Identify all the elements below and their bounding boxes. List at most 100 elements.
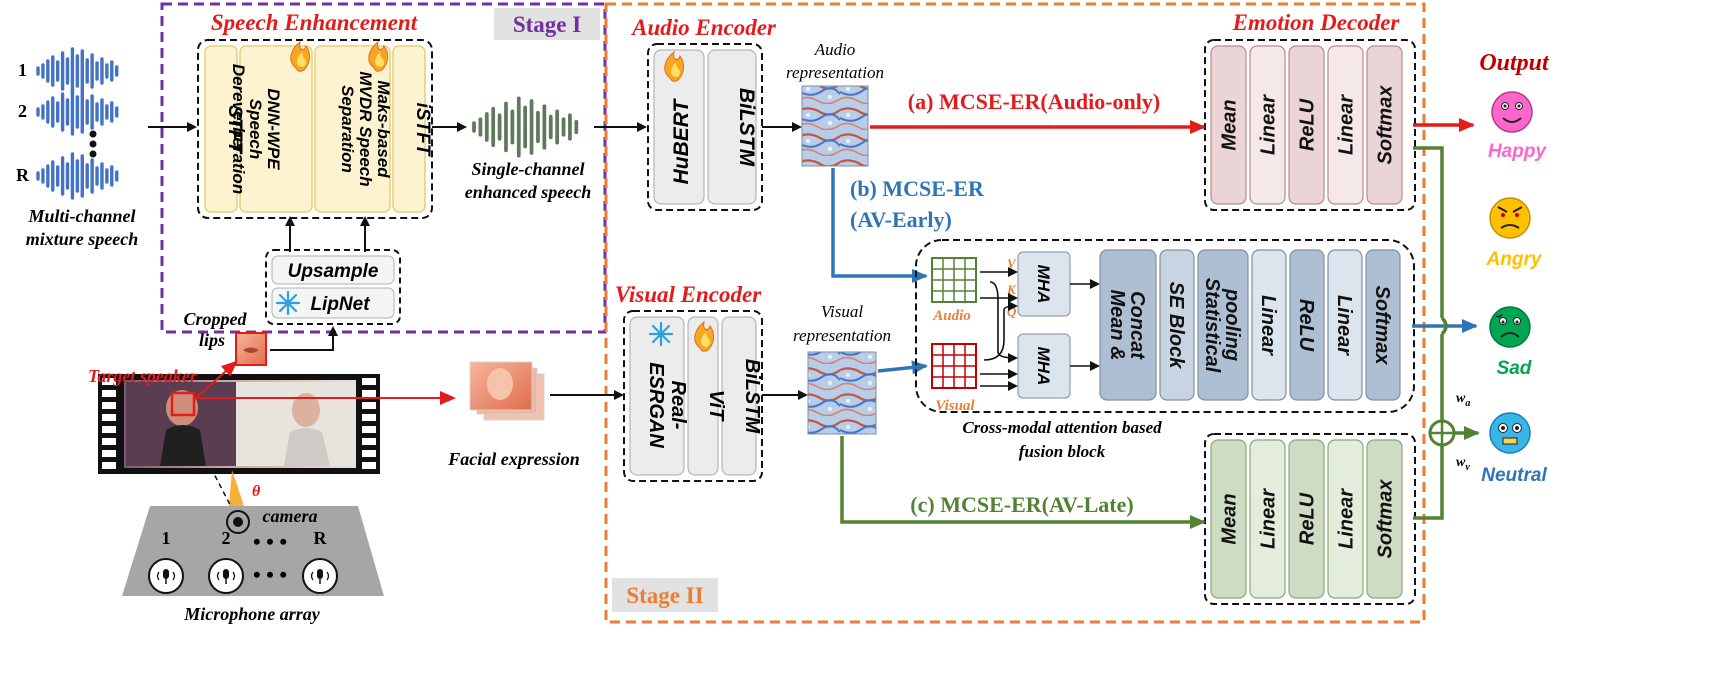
mha-top-label: MHA bbox=[1034, 265, 1053, 304]
audio-encoder-title: Audio Encoder bbox=[630, 15, 777, 40]
hubert-block bbox=[653, 49, 705, 205]
happy-face-icon bbox=[1491, 91, 1533, 133]
fire-icon bbox=[694, 320, 715, 352]
decoder-block-relu bbox=[1288, 45, 1325, 205]
input-waveforms: 1 2 R Multi-channel mixture speech bbox=[16, 47, 139, 249]
bilstm-visual-block bbox=[721, 316, 757, 476]
speech-enhancement-title: Speech Enhancement bbox=[211, 10, 418, 35]
late-decoder-block-softmax bbox=[1366, 439, 1403, 599]
microphone-icon bbox=[302, 558, 338, 594]
dnn-wpe-label-2: Speech bbox=[246, 99, 265, 159]
input-caption-1: Multi-channel bbox=[27, 206, 135, 226]
path-b-label-1: (b) MCSE-ER bbox=[850, 176, 985, 201]
path-c-label: (c) MCSE-ER(AV-Late) bbox=[910, 492, 1133, 517]
mic-number-2: 2 bbox=[222, 528, 231, 548]
visual-rep-caption-1: Visual bbox=[821, 302, 863, 321]
input-number-2: 2 bbox=[18, 101, 27, 121]
ellipsis-dot bbox=[89, 150, 97, 158]
fusion-label-1-0: SE Block bbox=[1165, 282, 1187, 370]
fire-icon bbox=[290, 40, 311, 72]
path-a-label: (a) MCSE-ER(Audio-only) bbox=[908, 89, 1160, 114]
stage2-label: Stage II bbox=[626, 583, 703, 608]
istft-label: iSTFT bbox=[412, 103, 433, 157]
stage2-label-bg bbox=[612, 578, 718, 612]
lips-shape bbox=[243, 347, 259, 353]
enhanced-caption-1: Single-channel bbox=[471, 159, 584, 179]
mic-dots: • • • bbox=[253, 529, 287, 554]
fusion-caption-2: fusion block bbox=[1019, 442, 1106, 461]
camera-icon bbox=[226, 510, 250, 534]
waveform-r bbox=[36, 152, 119, 200]
fusion-block-1 bbox=[1159, 249, 1195, 401]
angry-label: Angry bbox=[1486, 249, 1543, 270]
input-caption-2: mixture speech bbox=[26, 229, 139, 249]
snowflake-icon bbox=[648, 321, 674, 347]
decoder-block-mean bbox=[1210, 45, 1247, 205]
stage1-label: Stage I bbox=[513, 12, 581, 37]
late-fusion-lines bbox=[1413, 146, 1448, 520]
fusion-block-5 bbox=[1327, 249, 1363, 401]
lipnet-label: LipNet bbox=[310, 294, 370, 315]
sad-label: Sad bbox=[1497, 358, 1532, 379]
facial-expression-caption: Facial expression bbox=[447, 449, 580, 469]
real-esrgan-label-2: ESRGAN bbox=[645, 362, 667, 448]
fusion-label-4-0: ReLU bbox=[1295, 299, 1317, 352]
waveform-1 bbox=[36, 47, 119, 95]
late-decoder-label-linear: Linear bbox=[1258, 488, 1280, 549]
decoder-block-linear bbox=[1249, 45, 1286, 205]
upsample-label: Upsample bbox=[288, 261, 379, 282]
speech-enhancement-group bbox=[197, 39, 433, 219]
dnn-wpe-label-3: Dereverberation bbox=[229, 64, 248, 194]
fusion-caption-1: Cross-modal attention based bbox=[962, 418, 1162, 437]
stft-block bbox=[204, 45, 238, 213]
real-esrgan-label-1: Real- bbox=[667, 381, 689, 430]
ellipsis-dot bbox=[89, 140, 97, 148]
wa-label: wa bbox=[1456, 391, 1470, 409]
arrow-target-to-lips bbox=[195, 360, 238, 399]
decoder-block-linear bbox=[1327, 45, 1364, 205]
lipnet-block bbox=[271, 287, 395, 319]
late-decoder-label-linear: Linear bbox=[1336, 488, 1358, 549]
istft-block bbox=[392, 45, 426, 213]
decoder-block-softmax bbox=[1366, 45, 1403, 205]
video-filmstrip bbox=[98, 374, 380, 474]
audio-representation-image bbox=[801, 85, 869, 167]
audio-rep-caption-1: Audio bbox=[814, 40, 856, 59]
snowflake-icon bbox=[275, 290, 301, 316]
angry-face-icon bbox=[1489, 197, 1531, 239]
fusion-block-2 bbox=[1197, 249, 1249, 401]
late-decoder-block-mean bbox=[1210, 439, 1247, 599]
vit-label: ViT bbox=[705, 390, 727, 422]
path-c-arrow bbox=[840, 436, 1206, 529]
enhanced-caption-2: enhanced speech bbox=[465, 182, 591, 202]
bilstm-visual-label: BiLSTM bbox=[741, 359, 763, 435]
late-decoder-block-linear bbox=[1327, 439, 1364, 599]
facial-expression-stack bbox=[469, 361, 545, 421]
path-b-visual-arrow bbox=[877, 360, 928, 375]
late-decoder-label-softmax: Softmax bbox=[1375, 479, 1397, 559]
fusion-label-5-0: Linear bbox=[1333, 295, 1355, 356]
dnn-wpe-block bbox=[239, 45, 313, 213]
mic-number-r: R bbox=[314, 528, 328, 548]
fusion-label-3-0: Linear bbox=[1257, 295, 1279, 356]
dnn-wpe-label-1: DNN-WPE bbox=[264, 88, 283, 170]
visual-rep-caption-2: representation bbox=[793, 326, 891, 345]
fusion-connectors bbox=[980, 267, 1100, 391]
audio-rep-caption-2: representation bbox=[786, 63, 884, 82]
decoder-label-mean: Mean bbox=[1219, 99, 1241, 150]
decoder-label-linear: Linear bbox=[1258, 94, 1280, 155]
microphone-array-caption: Microphone array bbox=[183, 604, 321, 624]
input-number-r: R bbox=[16, 165, 30, 185]
lipnet-group bbox=[265, 249, 401, 325]
mha-bottom-label: MHA bbox=[1034, 347, 1053, 386]
neutral-label: Neutral bbox=[1481, 465, 1547, 486]
path-b-arrow bbox=[831, 168, 928, 283]
mvdr-block bbox=[314, 45, 391, 213]
mic-number-1: 1 bbox=[162, 528, 171, 548]
mvdr-label-1: Maks-based bbox=[374, 80, 393, 178]
fusion-label-0-1: Concat bbox=[1126, 291, 1148, 360]
fusion-label-2-0: Statistical bbox=[1201, 278, 1223, 373]
input-number-1: 1 bbox=[18, 60, 27, 80]
decoder-label-softmax: Softmax bbox=[1375, 85, 1397, 165]
